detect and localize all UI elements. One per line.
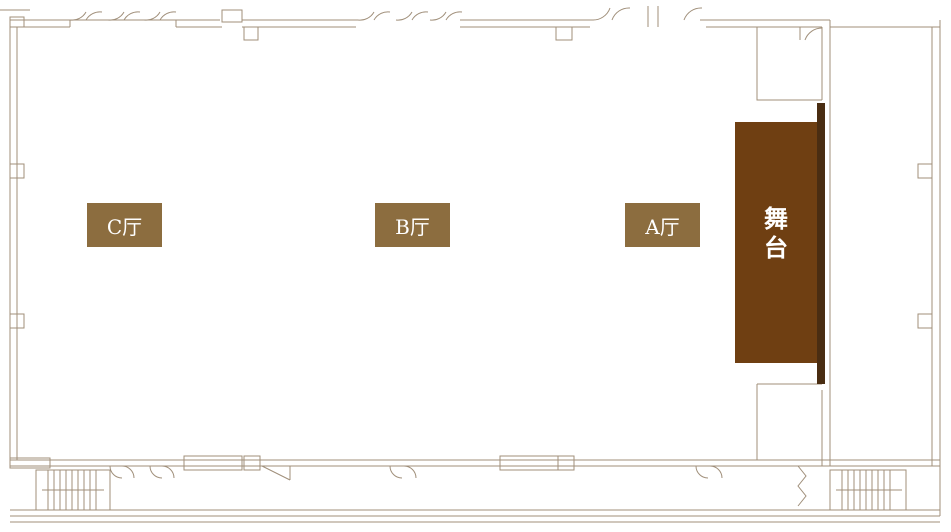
stage-edge — [817, 103, 825, 384]
stage — [735, 122, 817, 363]
top-columns — [9, 9, 573, 41]
backstage-room — [756, 27, 823, 460]
top-doors — [0, 6, 703, 27]
stairs-right — [829, 469, 907, 511]
side-columns — [9, 163, 933, 329]
bottom-doors — [9, 455, 723, 481]
stage-label: 舞 台 — [764, 205, 788, 262]
outer-walls — [9, 19, 941, 517]
side-door — [797, 465, 807, 507]
hall-a-label: A厅 — [625, 203, 700, 247]
hall-b-label: B厅 — [375, 203, 450, 247]
stairs-left — [35, 469, 111, 511]
hall-c-label: C厅 — [87, 203, 162, 247]
